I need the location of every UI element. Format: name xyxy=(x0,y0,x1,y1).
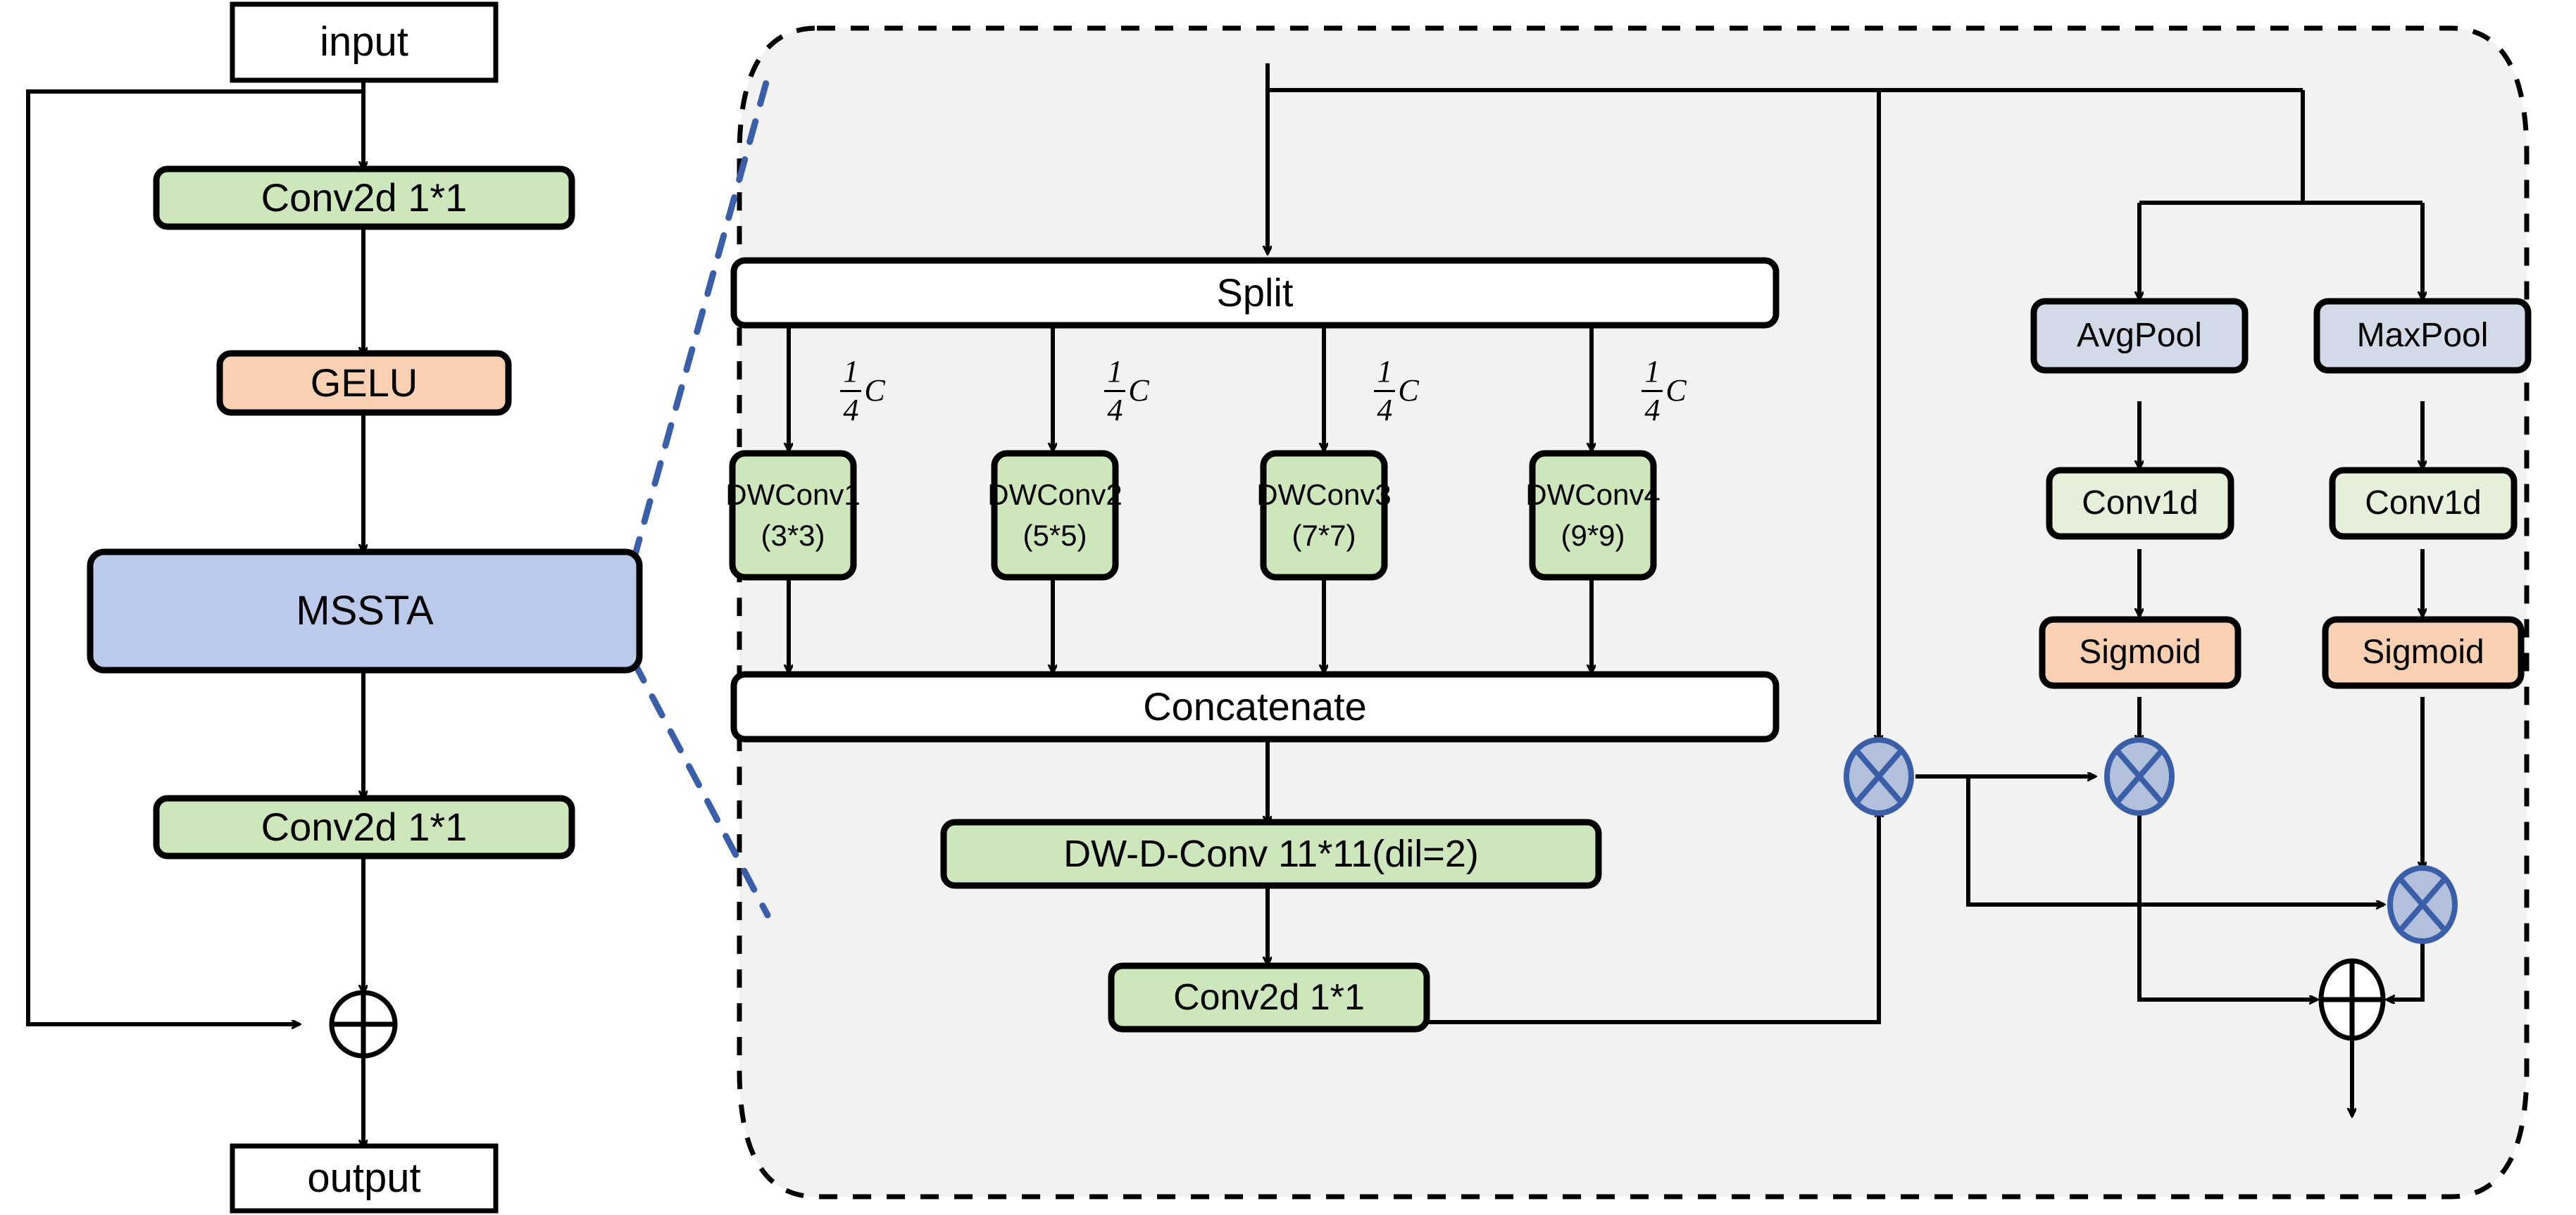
multiply-node-1 xyxy=(1844,737,1914,816)
box-avgpool xyxy=(2030,298,2249,374)
box-output xyxy=(230,1143,499,1214)
box-sigmoid-left xyxy=(2039,616,2242,689)
zoom-connector-bottom xyxy=(630,658,771,919)
box-dwconv3 xyxy=(1260,450,1388,581)
multiply-node-3 xyxy=(2387,865,2458,944)
box-conv2d-top xyxy=(153,165,575,230)
box-sigmoid-right xyxy=(2322,616,2525,689)
box-conv1d-left xyxy=(2046,467,2234,540)
box-mssta xyxy=(87,548,643,674)
edge-mul1-to-mul3 xyxy=(1966,776,2384,905)
box-input xyxy=(230,1,499,83)
box-dwconv1 xyxy=(729,450,857,581)
residual-add-node xyxy=(329,990,398,1059)
add-node-panel xyxy=(2318,958,2386,1041)
multiply-node-2 xyxy=(2104,737,2175,816)
box-maxpool xyxy=(2313,298,2532,374)
edge-mul2-to-add xyxy=(2137,810,2317,1000)
edge-residual-skip xyxy=(26,89,363,1024)
box-gelu xyxy=(216,350,512,416)
box-concatenate xyxy=(730,671,1780,743)
zoom-connector-top xyxy=(630,74,771,563)
box-conv1d-right xyxy=(2329,467,2518,540)
box-conv2d-panel xyxy=(1108,962,1430,1033)
box-split xyxy=(730,257,1780,329)
box-conv2d-bottom xyxy=(153,795,575,860)
box-dwdconv xyxy=(940,819,1602,889)
edge-conv2d-to-mul1 xyxy=(1424,810,1879,1024)
box-dwconv2 xyxy=(991,450,1119,581)
box-dwconv4 xyxy=(1529,450,1657,581)
edge-mul3-to-add xyxy=(2387,938,2425,1000)
